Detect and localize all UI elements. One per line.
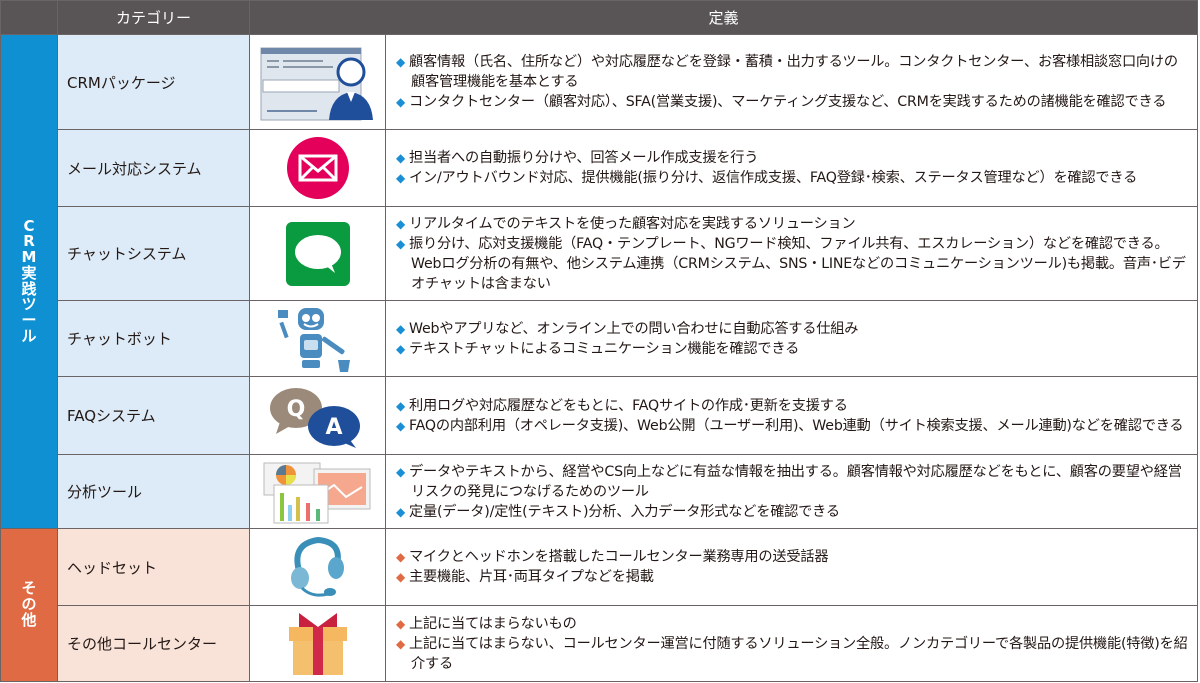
definition-cell: ◆利用ログや対応履歴などをもとに、FAQサイトの作成･更新を支援する ◆FAQの… xyxy=(385,376,1198,455)
table-row: メール対応システム ◆担当者への自動振り分けや、回答メール作成支援を行う ◆イン… xyxy=(1,129,1198,207)
definition-bullet: ◆イン/アウトバウンド対応、提供機能(振り分け、返信作成支援、FAQ登録･検索、… xyxy=(396,170,1138,186)
definition-bullet: ◆マイクとヘッドホンを搭載したコールセンター業務専用の送受話器 xyxy=(396,549,829,565)
diamond-bullet-icon: ◆ xyxy=(396,236,406,251)
definition-bullet: ◆担当者への自動振り分けや、回答メール作成支援を行う xyxy=(396,150,759,166)
definition-bullet: ◆リアルタイムでのテキストを使った顧客対応を実践するソリューション xyxy=(396,215,856,232)
table-row: FAQシステム Q A ◆利用ログや対応履歴などをもとに、FAQサイトの作成･更… xyxy=(1,376,1198,455)
table-row: チャットシステム ◆リアルタイムでのテキストを使った顧客対応を実践するソリューシ… xyxy=(1,206,1198,301)
diamond-bullet-icon: ◆ xyxy=(396,504,406,519)
definition-bullet: ◆振り分け、応対支援機能（FAQ・テンプレート、NGワード検知、ファイル共有、エ… xyxy=(396,235,1186,292)
definition-cell: ◆Webやアプリなど、オンライン上での問い合わせに自動応答する仕組み ◆テキスト… xyxy=(385,300,1198,377)
category-cell: CRMパッケージ xyxy=(57,34,250,130)
qa-bubbles-icon: Q A xyxy=(249,376,386,455)
definition-cell: ◆データやテキストから、経営やCS向上などに有益な情報を抽出する。顧客情報や対応… xyxy=(385,454,1198,529)
definition-bullet: ◆コンタクトセンター（顧客対応）、SFA(営業支援)、マーケティング支援など、C… xyxy=(396,94,1167,110)
header-group xyxy=(0,0,58,35)
definition-bullet: ◆顧客情報（氏名、住所など）や対応履歴などを登録・蓄積・出力するツール。コンタク… xyxy=(396,54,1178,90)
definition-bullet: ◆Webやアプリなど、オンライン上での問い合わせに自動応答する仕組み xyxy=(396,320,859,337)
category-cell: メール対応システム xyxy=(57,129,250,207)
definition-cell: ◆担当者への自動振り分けや、回答メール作成支援を行う ◆イン/アウトバウンド対応… xyxy=(385,129,1198,207)
definition-bullet: ◆主要機能、片耳･両耳タイプなどを掲載 xyxy=(396,569,654,585)
diamond-bullet-icon: ◆ xyxy=(396,636,406,651)
category-cell: ヘッドセット xyxy=(57,528,250,606)
group-label-crm: CRM実践ツール xyxy=(0,34,58,529)
diamond-bullet-icon: ◆ xyxy=(396,570,406,584)
category-cell: その他コールセンター xyxy=(57,605,250,682)
definition-cell: ◆マイクとヘッドホンを搭載したコールセンター業務専用の送受話器 ◆主要機能、片耳… xyxy=(385,528,1198,606)
header-definition: 定義 xyxy=(249,0,1198,35)
header-category: カテゴリー xyxy=(57,0,250,35)
diamond-bullet-icon: ◆ xyxy=(396,216,406,231)
definition-bullet: ◆上記に当てはまらないもの xyxy=(396,615,577,632)
group-label-other: その他 xyxy=(0,528,58,682)
category-cell: チャットシステム xyxy=(57,206,250,301)
diamond-bullet-icon: ◆ xyxy=(396,151,406,165)
table-row: 分析ツール ◆データ xyxy=(1,454,1198,529)
definition-bullet: ◆利用ログや対応履歴などをもとに、FAQサイトの作成･更新を支援する xyxy=(396,397,848,414)
crm-package-icon xyxy=(249,34,386,130)
table-row: その他 ヘッドセット ◆マイクとヘッドホンを搭載したコールセンター業務専用の送受… xyxy=(0,528,1198,682)
definition-cell: ◆顧客情報（氏名、住所など）や対応履歴などを登録・蓄積・出力するツール。コンタク… xyxy=(385,34,1198,130)
diamond-bullet-icon: ◆ xyxy=(396,616,406,631)
definition-bullet: ◆定量(データ)/定性(テキスト)分析、入力データ形式などを確認できる xyxy=(396,503,840,520)
analytics-charts-icon xyxy=(249,454,386,529)
table-row: その他コールセンター ◆上記に当てはまらないもの ◆上記に当てはまらない、コール… xyxy=(1,605,1198,682)
category-cell: FAQシステム xyxy=(57,376,250,455)
gift-box-icon xyxy=(249,605,386,682)
svg-text:Q: Q xyxy=(286,397,305,422)
definition-bullet: ◆テキストチャットによるコミュニケーション機能を確認できる xyxy=(396,340,800,357)
diamond-bullet-icon: ◆ xyxy=(396,341,406,356)
diamond-bullet-icon: ◆ xyxy=(396,550,406,564)
diamond-bullet-icon: ◆ xyxy=(396,464,406,479)
diamond-bullet-icon: ◆ xyxy=(396,171,406,185)
definition-cell: ◆リアルタイムでのテキストを使った顧客対応を実践するソリューション ◆振り分け、… xyxy=(385,206,1198,301)
table-row: チャットボット xyxy=(1,300,1198,377)
header-row: カテゴリー 定義 xyxy=(0,0,1198,35)
headset-icon xyxy=(249,528,386,606)
definition-cell: ◆上記に当てはまらないもの ◆上記に当てはまらない、コールセンター運営に付随する… xyxy=(385,605,1198,682)
category-cell: チャットボット xyxy=(57,300,250,377)
diamond-bullet-icon: ◆ xyxy=(396,55,406,69)
robot-icon xyxy=(249,300,386,377)
mail-icon xyxy=(249,129,386,207)
definition-bullet: ◆上記に当てはまらない、コールセンター運営に付随するソリューション全般。ノンカテ… xyxy=(396,635,1188,672)
svg-text:A: A xyxy=(325,415,342,440)
category-cell: 分析ツール xyxy=(57,454,250,529)
diamond-bullet-icon: ◆ xyxy=(396,321,406,336)
diamond-bullet-icon: ◆ xyxy=(396,95,406,109)
diamond-bullet-icon: ◆ xyxy=(396,418,406,433)
table-row: CRM実践ツール CRMパッケージ ◆顧客情報（氏名、住所など）や対応履歴などを… xyxy=(0,34,1198,529)
definition-bullet: ◆データやテキストから、経営やCS向上などに有益な情報を抽出する。顧客情報や対応… xyxy=(396,463,1182,500)
diamond-bullet-icon: ◆ xyxy=(396,398,406,413)
definition-bullet: ◆FAQの内部利用（オペレータ支援)、Web公開（ユーザー利用)、Web連動（サ… xyxy=(396,417,1184,434)
chat-bubble-icon xyxy=(249,206,386,301)
